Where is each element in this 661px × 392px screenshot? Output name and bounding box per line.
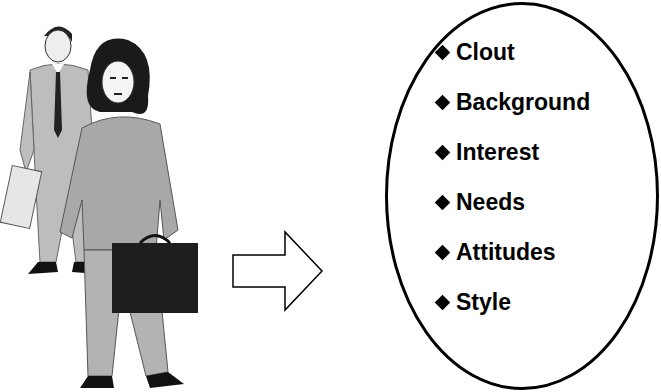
- list-item: Clout: [456, 38, 515, 66]
- list-item: Needs: [456, 188, 525, 216]
- diamond-bullet: [434, 194, 450, 210]
- list-item: Interest: [456, 138, 539, 166]
- woman-figure: [60, 39, 198, 388]
- list-item: Attitudes: [456, 238, 556, 266]
- bullet-row: Style: [385, 288, 659, 316]
- bullet-row: Needs: [385, 188, 659, 216]
- bullet-row: Attitudes: [385, 238, 659, 266]
- bullet-row: Background: [385, 88, 659, 116]
- diamond-bullet: [434, 44, 450, 60]
- hollow-arrow: [233, 232, 322, 310]
- list-item: Style: [456, 288, 511, 316]
- bullet-row: Clout: [385, 38, 659, 66]
- bullet-row: Interest: [385, 138, 659, 166]
- diamond-bullet: [434, 244, 450, 260]
- diamond-bullet: [434, 294, 450, 310]
- diamond-bullet: [434, 94, 450, 110]
- topic-ellipse: CloutBackgroundInterestNeedsAttitudesSty…: [385, 2, 659, 390]
- list-item: Background: [456, 88, 590, 116]
- diamond-bullet: [434, 144, 450, 160]
